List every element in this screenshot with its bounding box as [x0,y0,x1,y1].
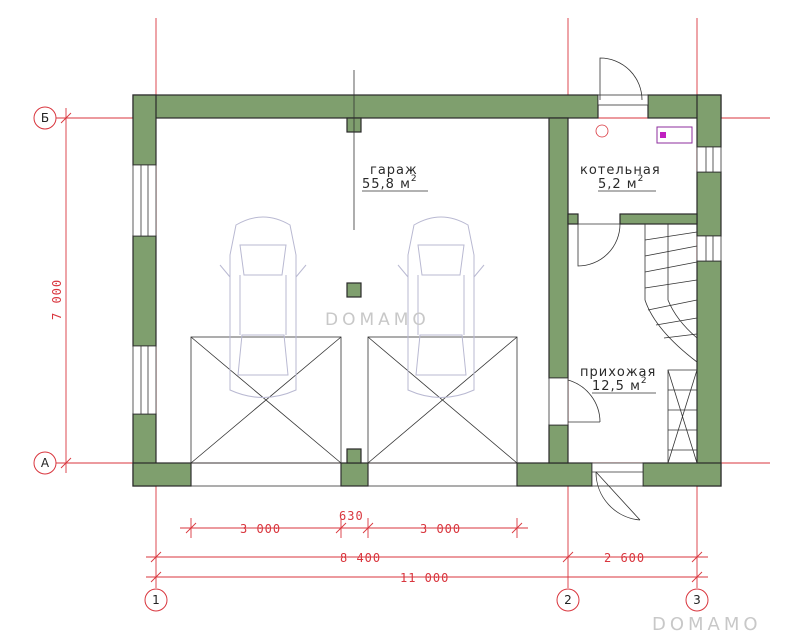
window-left-1 [132,164,157,237]
door-swing-top [599,57,643,101]
wall-bottom-4 [642,462,722,487]
svg-text:2: 2 [564,593,572,607]
axis-bubble-3: 3 [685,588,709,612]
svg-text:А: А [41,456,50,470]
wall-partition-lower [548,424,569,464]
car-right-icon [397,216,485,398]
wall-partition-upper [548,117,569,379]
wall-right-1 [696,94,722,148]
garage-gates [190,336,518,487]
dimensions: 3 000 630 3 000 8 400 2 600 11 000 7 000 [50,108,708,585]
wall-bottom-2 [340,462,369,487]
wall-left-1 [132,94,157,166]
axis-bubble-a: А [33,451,57,475]
column-center [346,282,362,298]
wall-right-3 [696,260,722,487]
car-left-icon [219,216,307,398]
wall-boiler-stub [567,213,579,225]
wall-boiler [619,213,698,225]
svg-text:Б: Б [41,111,49,125]
door-swing-hall [567,379,601,423]
axis-bubble-2: 2 [556,588,580,612]
walls [132,94,722,487]
wall-bottom-1 [132,462,192,487]
boiler-equipment [595,124,693,144]
dim-gate-right: 3 000 [420,522,461,536]
room-area-hall: 12,5 м2 [592,376,648,394]
room-label-boiler: котельная 5,2 м2 [580,163,661,192]
wall-right-2 [696,171,722,237]
window-right-2 [696,235,722,262]
window-right-1 [696,146,722,173]
dim-total: 11 000 [400,571,449,585]
dim-gate-left: 3 000 [240,522,281,536]
wall-top-left [132,94,599,119]
column-bottom [346,448,362,464]
staircase [644,224,698,464]
door-boiler-exterior [597,94,649,106]
axis-bubble-b: Б [33,106,57,130]
boiler-indicator-icon [660,132,666,138]
doors [548,57,649,521]
dim-span-right: 2 600 [604,551,645,565]
room-area-garage: 55,8 м2 [362,174,418,192]
room-label-garage: гараж 55,8 м2 [362,163,428,192]
room-label-hall: прихожая 12,5 м2 [580,365,656,394]
dim-span-left: 8 400 [340,551,381,565]
door-entrance [591,462,644,487]
dim-depth: 7 000 [50,279,64,320]
boiler-icon [656,126,693,144]
wall-left-2 [132,235,157,347]
watermark-center: DOMAMO [325,310,430,330]
dim-gate-gap: 630 [339,509,364,523]
watermark-corner: DOMAMO [652,614,762,635]
room-name-hall: прихожая [580,365,656,380]
wall-bottom-3 [516,462,593,487]
windows [132,146,722,415]
room-area-boiler: 5,2 м2 [598,174,644,192]
room-name-garage: гараж [370,163,418,178]
gas-meter-icon [595,124,609,138]
room-name-boiler: котельная [580,163,661,178]
svg-text:3: 3 [693,593,701,607]
svg-text:1: 1 [152,593,160,607]
axis-bubble-1: 1 [144,588,168,612]
window-left-2 [132,345,157,415]
door-hall-interior [548,377,569,426]
door-swing-entrance [595,471,641,521]
door-swing-boiler [577,223,621,267]
